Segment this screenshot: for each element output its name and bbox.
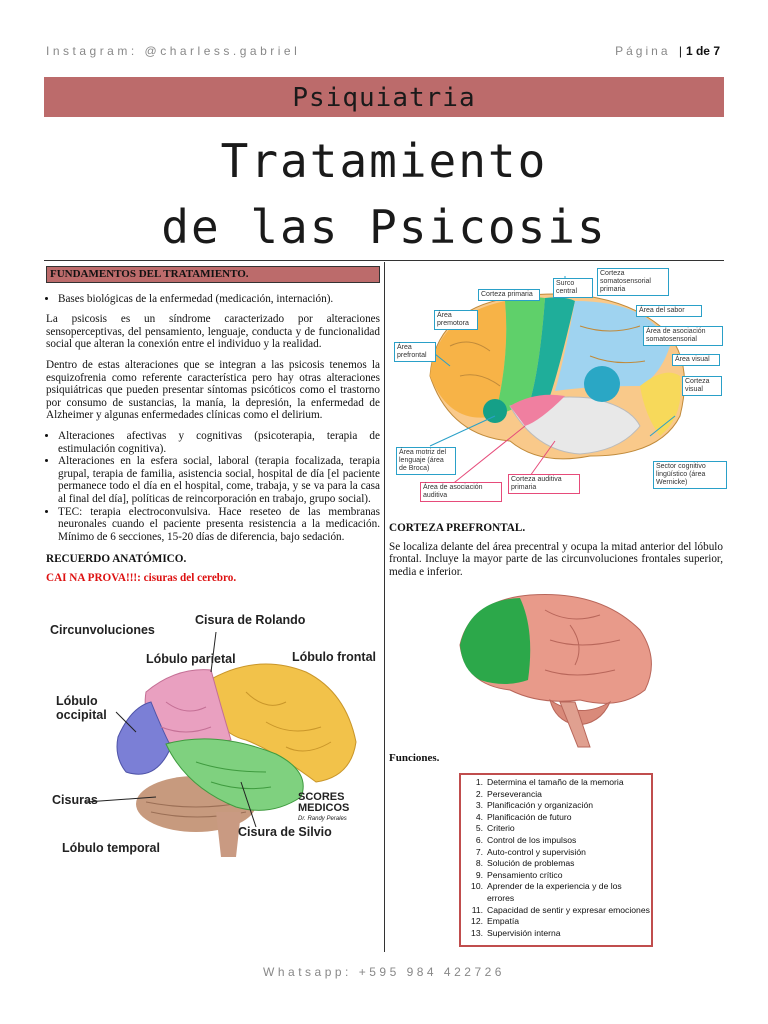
label-area-wernicke: Sector cognitivo lingüístico (área Werni… xyxy=(653,461,727,489)
function-text: Perseverancia xyxy=(487,788,542,799)
label-asociacion-somatosensorial: Área de asociación somatosensorial xyxy=(643,326,723,346)
function-number: 12. xyxy=(471,916,483,927)
function-item: 2. Perseverancia xyxy=(461,789,651,801)
label-lobulo-parietal: Lóbulo parietal xyxy=(146,652,236,666)
label-cisura-silvio: Cisura de Silvio xyxy=(238,825,332,839)
page-number: 1 de 7 xyxy=(685,44,720,58)
function-text: Solución de problemas xyxy=(487,858,575,869)
function-item: 8. Solución de problemas xyxy=(461,858,651,870)
function-text: Planificación y organización xyxy=(487,800,594,811)
function-item: 5. Criterio xyxy=(461,823,651,835)
function-number: 3. xyxy=(475,800,483,811)
function-text: Planificación de futuro xyxy=(487,811,572,822)
function-text: Criterio xyxy=(487,823,515,834)
label-lobulo-frontal: Lóbulo frontal xyxy=(292,650,377,664)
heading-corteza-prefrontal: CORTEZA PREFRONTAL. xyxy=(389,522,526,534)
bullet-item: Alteraciones en la esfera social, labora… xyxy=(58,455,380,505)
function-number: 9. xyxy=(475,869,483,880)
function-text: Supervisión interna xyxy=(487,927,561,938)
brain-lobes-illustration xyxy=(85,631,357,857)
section-heading-fundamentos: FUNDAMENTOS DEL TRATAMIENTO. xyxy=(46,266,380,283)
function-item: 10. Aprender de la experiencia y de los e… xyxy=(461,881,651,904)
heading-recuerdo: RECUERDO ANATÓMICO. xyxy=(46,553,187,566)
function-item: 12. Empatía xyxy=(461,916,651,928)
bullet-item: Alteraciones afectivas y cognitivas (psi… xyxy=(58,430,380,455)
footer-whatsapp: Whatsapp: +595 984 422726 xyxy=(263,965,505,979)
label-corteza-somatosensorial: Corteza somatosensorial primaria xyxy=(597,268,669,296)
scores-medicos-logo: SCORES MEDICOS Dr. Randy Perales xyxy=(298,792,368,825)
bullet-list-1: Bases biológicas de la enfermedad (medic… xyxy=(46,293,380,306)
heading-funciones: Funciones. xyxy=(389,752,440,764)
label-surco-central: Surco central xyxy=(553,278,593,298)
topic-band: Psiquiatria xyxy=(44,77,724,117)
function-item: 1. Determina el tamaño de la memoria xyxy=(461,777,651,789)
function-number: 6. xyxy=(475,834,483,845)
function-item: 13. Supervisión interna xyxy=(461,928,651,940)
warning-cai: CAI NA PROVA!!!: cisuras del cerebro. xyxy=(46,571,237,584)
function-item: 11. Capacidad de sentir y expresar emocio… xyxy=(461,905,651,917)
function-item: 4. Planificación de futuro xyxy=(461,812,651,824)
function-number: 10. xyxy=(471,881,483,892)
bullet-item: Bases biológicas de la enfermedad (medic… xyxy=(58,293,380,306)
function-item: 7. Auto-control y supervisión xyxy=(461,847,651,859)
label-corteza-primaria: Corteza primaria xyxy=(478,289,540,301)
function-text: Empatía xyxy=(487,916,520,927)
label-cisura-rolando: Cisura de Rolando xyxy=(195,613,306,627)
logo-text: SCORES MEDICOS xyxy=(298,791,350,814)
function-number: 4. xyxy=(475,811,483,822)
divider-horizontal xyxy=(44,260,724,261)
paragraph-psicosis: La psicosis es un síndrome caracterizado… xyxy=(46,313,380,351)
function-item: 3. Planificación y organización xyxy=(461,800,651,812)
label-area-sabor: Área del sabor xyxy=(636,305,702,317)
function-text: Auto-control y supervisión xyxy=(487,846,586,857)
function-item: 9. Pensamiento crítico xyxy=(461,870,651,882)
function-text: Determina el tamaño de la memoria xyxy=(487,777,624,787)
functions-box: 1. Determina el tamaño de la memoria 2. Per… xyxy=(459,773,653,947)
label-corteza-visual: Corteza visual xyxy=(682,376,722,396)
function-number: 8. xyxy=(475,858,483,869)
label-area-prefrontal: Área prefrontal xyxy=(394,342,436,362)
label-circunvoluciones: Circunvoluciones xyxy=(50,623,155,637)
label-area-broca: Área motriz del lenguaje (área de Broca) xyxy=(396,447,456,475)
label-area-visual: Área visual xyxy=(672,354,720,366)
function-text: Control de los impulsos xyxy=(487,834,577,845)
bullet-item: TEC: terapia electroconvulsiva. Hace res… xyxy=(58,506,380,544)
title-line-1: Tratamiento xyxy=(220,134,548,188)
function-text: Pensamiento crítico xyxy=(487,869,563,880)
function-number: 7. xyxy=(475,846,483,857)
divider-vertical xyxy=(384,262,385,952)
label-lobulo-occipital: Lóbulo occipital xyxy=(56,694,107,722)
function-number: 1. xyxy=(475,777,483,787)
brain-functional-map xyxy=(424,276,685,487)
paragraph-alteraciones: Dentro de estas alteraciones que se inte… xyxy=(46,358,380,422)
function-text: Capacidad de sentir y expresar emociones xyxy=(487,904,650,915)
function-item: 6. Control de los impulsos xyxy=(461,835,651,847)
function-number: 5. xyxy=(475,823,483,834)
page-word: Página xyxy=(615,44,671,58)
logo-subtext: Dr. Randy Perales xyxy=(298,816,347,822)
label-lobulo-temporal: Lóbulo temporal xyxy=(62,841,160,855)
function-text: Aprender de la experiencia y de los erro… xyxy=(487,881,622,903)
function-number: 11. xyxy=(471,904,483,915)
title-line-2: de las Psicosis xyxy=(161,200,607,254)
function-number: 13. xyxy=(471,927,483,938)
label-asociacion-auditiva: Área de asociación auditiva xyxy=(420,482,502,502)
label-cisuras: Cisuras xyxy=(52,793,98,807)
paragraph-prefrontal: Se localiza delante del área precentral … xyxy=(389,540,723,578)
right-column-text: CORTEZA PREFRONTAL. Se localiza delante … xyxy=(389,522,723,578)
label-corteza-auditiva: Corteza auditiva primaria xyxy=(508,474,580,494)
left-column: FUNDAMENTOS DEL TRATAMIENTO. Bases bioló… xyxy=(46,266,380,584)
prefrontal-brain-illustration xyxy=(459,593,652,748)
header-instagram: Instagram: @charless.gabriel xyxy=(46,44,301,58)
label-area-premotora: Área premotora xyxy=(434,310,478,330)
functions-list: 1. Determina el tamaño de la memoria 2. Per… xyxy=(461,777,651,939)
header-page: Página |1 de 7 xyxy=(615,44,720,58)
function-number: 2. xyxy=(475,788,483,799)
bullet-list-2: Alteraciones afectivas y cognitivas (psi… xyxy=(46,430,380,543)
